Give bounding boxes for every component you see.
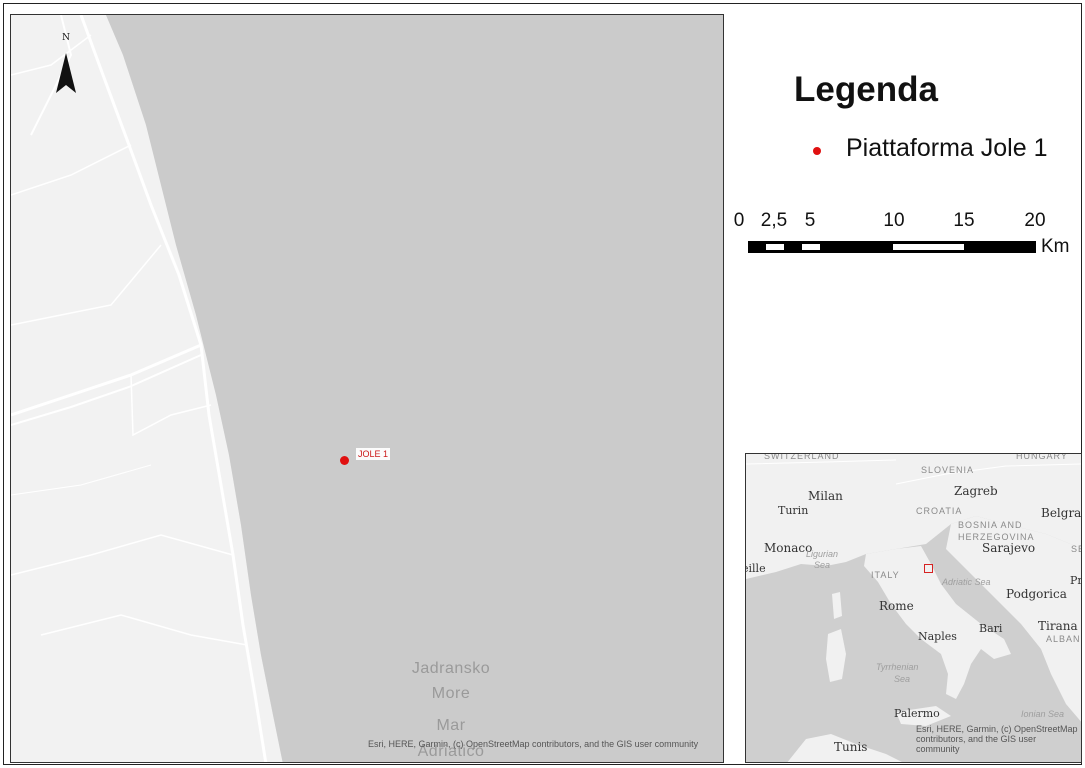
inset-country-label: HERZEGOVINA <box>958 532 1035 542</box>
road <box>11 354 202 426</box>
inset-land-sicily <box>896 706 951 726</box>
scale-bar-track <box>748 241 1036 253</box>
sea-label-more: More <box>431 685 471 702</box>
scale-bar-segment <box>893 244 964 250</box>
inset-map-attribution: Esri, HERE, Garmin, (c) OpenStreetMap co… <box>916 724 1078 754</box>
inset-country-label: SLOVENIA <box>921 465 975 475</box>
inset-city-label: Milan <box>808 489 843 503</box>
inset-land-north <box>746 454 1081 579</box>
road <box>130 374 212 437</box>
scale-tick-label: 15 <box>953 210 975 231</box>
inset-city-label: Zagreb <box>954 484 998 498</box>
inset-country-label: SWITZERLAND <box>764 453 840 461</box>
inset-country-label: ITALY <box>871 570 900 580</box>
sea-label-mar: Mar <box>436 717 466 734</box>
coastline-land <box>11 15 283 762</box>
main-map-basemap <box>11 15 723 762</box>
inset-city-label: Sarajevo <box>982 541 1036 555</box>
platform-point-label: JOLE 1 <box>356 448 391 460</box>
scale-bar: 0 2,5 5 10 15 20 Km <box>730 210 1080 270</box>
inset-basemap <box>746 454 1081 762</box>
inset-city-label: Belgrade <box>1041 506 1082 520</box>
road <box>11 34 92 76</box>
inset-sea-label: Sea <box>814 560 831 570</box>
sea-area <box>106 15 723 762</box>
inset-extent-indicator <box>924 564 933 573</box>
legend-title: Legenda <box>794 70 938 109</box>
inset-sea-label: Ligurian <box>806 549 839 559</box>
north-label: N <box>62 33 70 43</box>
inset-land-africa <box>787 734 902 762</box>
north-arrow: N <box>51 33 81 99</box>
road <box>40 614 248 646</box>
scale-tick-label: 10 <box>883 210 905 231</box>
inset-city-label: Tunis <box>834 740 868 754</box>
inset-city-label: Bari <box>979 622 1003 635</box>
sea-label-adriatico: Adriatico <box>417 743 485 760</box>
inset-land-corsica <box>832 592 842 619</box>
sea-label-jadransko: Jadransko <box>411 660 491 677</box>
scale-unit: Km <box>1041 236 1070 257</box>
road <box>11 144 132 196</box>
inset-city-label-partial: Pri <box>1070 574 1081 587</box>
scale-tick-label: 20 <box>1024 210 1046 231</box>
main-map-attribution: Esri, HERE, Garmin, (c) OpenStreetMap co… <box>368 739 699 749</box>
inset-country-label-partial: SE <box>1071 544 1081 554</box>
inset-city-label: Palermo <box>894 707 940 720</box>
inset-land-sardinia <box>826 629 846 682</box>
north-arrow-icon <box>56 53 76 93</box>
scale-tick-label: 2,5 <box>760 210 788 231</box>
inset-city-label: Rome <box>879 599 914 613</box>
inset-sea-label: Adriatic Sea <box>942 577 991 587</box>
road <box>11 534 234 576</box>
scale-bar-segment <box>802 244 820 250</box>
inset-country-label: ALBANIA <box>1046 634 1081 644</box>
inset-sea-label: Tyrrhenian <box>876 662 919 672</box>
inset-city-label: Naples <box>918 630 957 643</box>
main-map[interactable]: N Jadransko More Mar Adriatico JOLE 1 Es… <box>10 14 724 763</box>
legend-point-symbol <box>813 147 821 155</box>
platform-point-marker[interactable] <box>340 456 349 465</box>
scale-tick-label: 0 <box>733 210 745 231</box>
inset-sea-label: Ionian Sea <box>1021 709 1065 719</box>
scale-tick-label: 5 <box>804 210 816 231</box>
inset-city-label-partial: eille <box>746 562 766 575</box>
inset-country-label: HUNGARY <box>1016 453 1068 461</box>
legend-item-label: Piattaforma Jole 1 <box>846 134 1048 162</box>
inset-land-balkans <box>946 516 1081 722</box>
inset-sea-label: Sea <box>894 674 911 684</box>
inset-city-label: Tirana <box>1038 619 1078 633</box>
road <box>11 244 162 326</box>
inset-city-label: Monaco <box>764 541 813 555</box>
coastal-road <box>79 15 268 762</box>
inset-country-label: BOSNIA AND <box>958 520 1023 530</box>
scale-bar-segment <box>766 244 784 250</box>
inset-country-label: CROATIA <box>916 506 963 516</box>
inset-land-italy <box>864 546 1011 699</box>
road <box>11 343 202 417</box>
inset-city-label: Turin <box>778 504 809 517</box>
road <box>11 464 152 496</box>
inset-city-label: Podgorica <box>1006 587 1067 601</box>
inset-overview-map[interactable]: SWITZERLAND HUNGARY SLOVENIA CROATIA BOS… <box>745 453 1082 763</box>
